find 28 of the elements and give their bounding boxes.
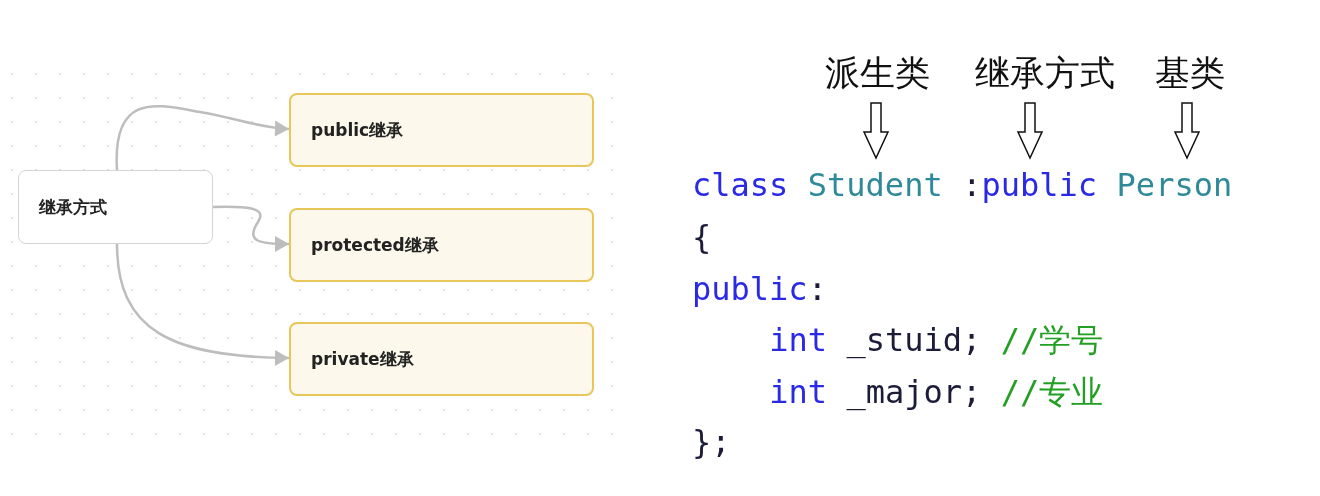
code-comment: //学号 (1000, 320, 1104, 360)
code-text: Person (1116, 165, 1233, 205)
code-text: _major; (846, 372, 982, 412)
hollow-arrow (1016, 102, 1044, 160)
topic-box: private继承 (289, 322, 594, 396)
arrow (115, 243, 290, 366)
code-keyword: int (769, 320, 827, 360)
arrow (212, 205, 289, 252)
code-text: : (807, 269, 828, 309)
arrow (115, 104, 290, 170)
code-keyword: class (692, 165, 789, 205)
code-keyword: public (981, 165, 1098, 205)
topic-box: public继承 (289, 93, 594, 167)
code-text: }; (692, 422, 731, 462)
code-keyword: int (769, 372, 827, 412)
code-text: { (692, 217, 712, 257)
hollow-arrow (862, 102, 890, 160)
heading-text: 基类 (1155, 53, 1225, 93)
code-text: : (962, 165, 982, 205)
code-text: Student (807, 165, 943, 205)
root-box: 继承方式 (18, 170, 213, 244)
heading-text: 继承方式 (975, 53, 1115, 93)
code-text: _stuid; (846, 320, 982, 360)
topic-box: protected继承 (289, 208, 594, 282)
code-keyword: public (692, 269, 808, 309)
hollow-arrow (1173, 102, 1201, 160)
heading-text: 派生类 (824, 53, 930, 93)
code-comment: //专业 (1000, 372, 1104, 412)
